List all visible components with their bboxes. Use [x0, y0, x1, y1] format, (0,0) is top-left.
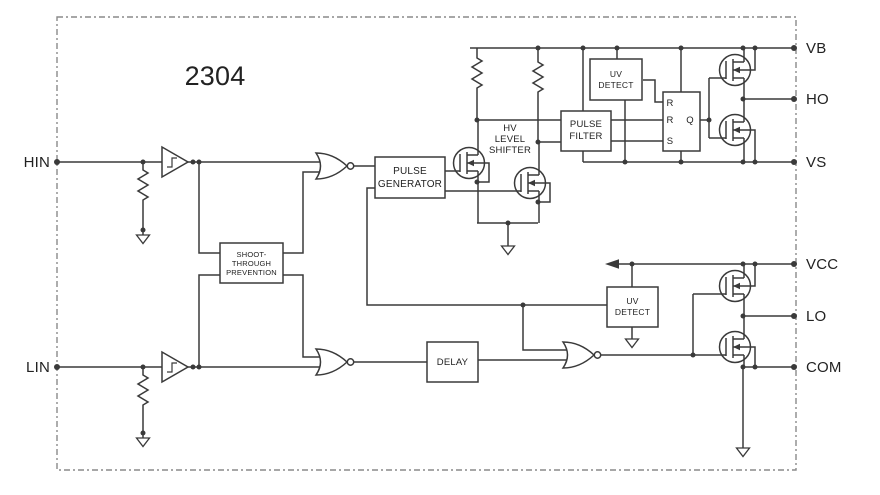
mosfet-arrow-icon [467, 159, 474, 167]
ground-icon-com [735, 447, 751, 458]
ground-icon-levelshifter [500, 245, 516, 256]
nor-gate-lo [561, 341, 602, 369]
wire-pulsegen-to-uvdetect-low [366, 187, 607, 306]
nor-body [561, 341, 596, 369]
pin-label-ho: HO [806, 91, 829, 108]
label-uv-detect-high: UV DETECT [598, 68, 634, 90]
mosfet-lo-bottom [718, 316, 756, 367]
block-pulse-filter [560, 110, 612, 152]
latch-input-s: S [666, 135, 674, 147]
pin-dots [54, 45, 797, 370]
wires [57, 47, 796, 448]
wire-uvdetect-to-latch-r [643, 79, 663, 103]
mosfet-backgate-lead [744, 264, 756, 287]
mosfets [452, 48, 756, 367]
latch-input-r-mid: R [666, 114, 674, 126]
mosfet-levelshift-2 [513, 142, 551, 223]
mosfet-backgate-lead [744, 346, 756, 367]
inverter-bubble [346, 358, 355, 366]
wire-shootthrough-to-hin-nor [283, 171, 322, 254]
nor-body [314, 152, 349, 180]
mosfet-ho-bottom [718, 99, 756, 162]
label-shoot-through-prevention: SHOOT- THROUGH PREVENTION [226, 249, 277, 277]
ground-symbols [135, 234, 751, 458]
label-pulse-filter: PULSE FILTER [569, 119, 603, 142]
mosfet-backgate-lead [477, 162, 490, 183]
part-number: 2304 [184, 60, 246, 91]
block-shoot-through-prevention [219, 242, 284, 284]
nor-body [314, 348, 349, 376]
mosfet-backgate-lead [744, 129, 756, 162]
mosfet-levelshift-1 [452, 120, 490, 223]
resistor-hin-pulldown [136, 162, 150, 235]
buffer-triangle [161, 350, 190, 384]
mosfet-arrow-icon [733, 282, 740, 290]
mosfet-ho-top [718, 48, 756, 99]
resistor-levelshift-1 [470, 48, 484, 120]
wire-hin-to-shootthrough [198, 162, 220, 254]
gate-wires [445, 77, 726, 356]
ic-boundary [56, 16, 797, 471]
block-rs-latch [662, 91, 701, 152]
mosfet-arrow-icon [733, 66, 740, 74]
block-uv-detect-low [606, 286, 659, 328]
hysteresis-icon [167, 362, 177, 373]
wire-branch-to-lo-nor [522, 305, 568, 351]
mosfet-arrow-icon [733, 126, 740, 134]
mosfet-arrow-icon [733, 343, 740, 351]
block-uv-detect-high [589, 58, 643, 101]
blocks [219, 58, 701, 383]
label-uv-detect-low: UV DETECT [614, 296, 651, 317]
buffer-triangle [161, 145, 190, 179]
wire-shootthrough-to-lin-nor [283, 274, 322, 358]
pin-label-hin: HIN [23, 153, 50, 171]
label-pulse-generator: PULSE GENERATOR [377, 165, 443, 190]
hysteresis-icon [167, 157, 177, 168]
mosfet-arrow-icon [528, 179, 535, 187]
label-delay: DELAY [436, 356, 469, 368]
pin-label-lin: LIN [26, 358, 50, 376]
resistor-levelshift-2 [531, 48, 545, 142]
mosfet-backgate-lead [538, 182, 551, 203]
block-delay [426, 341, 479, 383]
inverter-bubble [346, 162, 355, 170]
latch-output-q: Q [686, 114, 694, 126]
schmitt-buffer-lin [161, 350, 190, 384]
inverter-bubble [593, 351, 602, 359]
pin-label-lo: LO [806, 308, 827, 325]
ground-icon-lin [135, 437, 151, 448]
latch-input-r-top: R [666, 97, 674, 109]
block-pulse-generator [374, 156, 446, 199]
label-hv-level-shifter: HV LEVEL SHIFTER [488, 122, 532, 156]
vcc-arrow-icon [605, 259, 619, 269]
ground-icon-hin [135, 234, 151, 245]
pin-label-vs: VS [806, 154, 827, 171]
mosfet-backgate-lead [744, 48, 756, 71]
nor-gate-hin [314, 152, 355, 180]
wire-lin-to-shootthrough [198, 274, 220, 367]
pin-label-com: COM [806, 359, 842, 376]
junction-dots [140, 45, 758, 436]
mosfet-lo-top [718, 264, 756, 316]
ground-icon-uvdetect-low [624, 338, 640, 349]
nor-gate-lin [314, 348, 355, 376]
pin-label-vb: VB [806, 40, 827, 57]
pin-label-vcc: VCC [806, 256, 839, 273]
resistor-lin-pulldown [136, 367, 150, 438]
schmitt-buffer-hin [161, 145, 190, 179]
